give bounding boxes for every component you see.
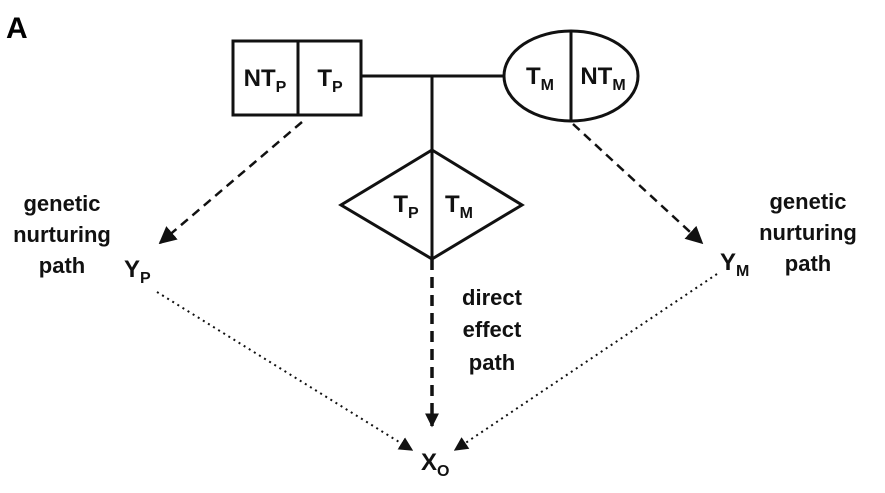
maternal-nurturing-arrow — [572, 123, 704, 245]
left-path-label: genetic nurturing path — [13, 191, 111, 278]
child-node: TP TM — [338, 148, 525, 261]
svg-text:nurturing: nurturing — [759, 220, 857, 245]
y-paternal-label: YP — [124, 256, 151, 287]
panel-label: A — [6, 12, 28, 45]
svg-text:path: path — [785, 251, 831, 276]
child-paternal-label: TP — [393, 191, 419, 222]
svg-text:nurturing: nurturing — [13, 222, 111, 247]
paternal-nontransmitted-label: NTP — [244, 65, 287, 96]
svg-text:direct: direct — [462, 285, 523, 310]
child-maternal-label: TM — [445, 191, 473, 222]
paternal-to-offspring-arrow — [156, 291, 414, 451]
maternal-nontransmitted-label: NTM — [580, 63, 625, 94]
center-path-label: direct effect path — [462, 285, 523, 375]
svg-text:genetic: genetic — [23, 191, 100, 216]
maternal-to-offspring-arrow — [453, 273, 718, 451]
paternal-transmitted-label: TP — [317, 65, 343, 96]
paternal-node: NTP TP — [231, 39, 363, 117]
svg-text:genetic: genetic — [769, 189, 846, 214]
svg-text:effect: effect — [463, 317, 522, 342]
maternal-node: TM NTM — [502, 29, 640, 123]
y-maternal-label: YM — [720, 249, 749, 280]
maternal-transmitted-label: TM — [526, 63, 554, 94]
right-path-label: genetic nurturing path — [759, 189, 857, 276]
svg-text:path: path — [469, 350, 515, 375]
offspring-label: XO — [421, 449, 449, 480]
svg-text:path: path — [39, 253, 85, 278]
paternal-nurturing-arrow — [158, 121, 303, 245]
